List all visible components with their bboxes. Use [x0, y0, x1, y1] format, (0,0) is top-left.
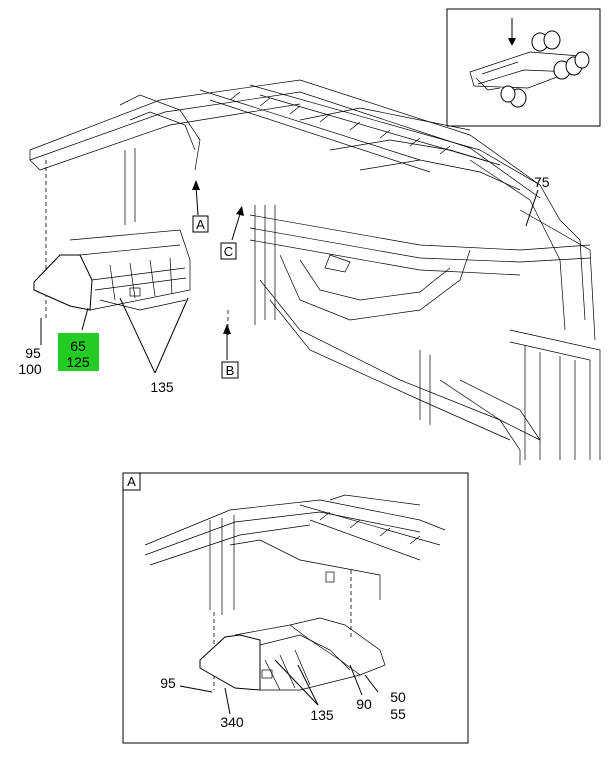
callout-125: 125 — [66, 354, 90, 370]
view-label-A: A — [192, 215, 209, 233]
callout-95[interactable]: 95 — [25, 345, 41, 361]
view-label-B: B — [221, 361, 239, 379]
down-arrow-icon — [508, 18, 516, 46]
callout-100[interactable]: 100 — [18, 361, 42, 377]
upper-crossmembers — [229, 91, 521, 191]
detail-leaders — [179, 659, 379, 715]
detail-view-A: A — [122, 472, 469, 744]
locator-inset — [446, 8, 601, 127]
svg-text:B: B — [226, 363, 235, 378]
main-leaders — [40, 189, 539, 374]
callout-135[interactable]: 135 — [150, 379, 174, 395]
detail-callout-95[interactable]: 95 — [160, 675, 176, 691]
exploded-bracket — [33, 229, 191, 311]
main-assembly-view — [29, 79, 601, 465]
detail-callout-55[interactable]: 55 — [390, 706, 406, 722]
detail-callout-50[interactable]: 50 — [390, 689, 406, 705]
view-arrow-B-icon — [223, 324, 231, 360]
detail-title: A — [127, 474, 136, 489]
view-arrow-A-icon — [192, 180, 200, 216]
highlight-callout[interactable]: 65 125 — [58, 333, 99, 371]
callout-65: 65 — [70, 338, 86, 354]
svg-text:C: C — [224, 244, 233, 259]
truck-frame-sketch — [469, 30, 590, 108]
detail-callout-340[interactable]: 340 — [220, 714, 244, 730]
view-label-C: C — [220, 242, 237, 260]
svg-text:A: A — [196, 217, 205, 232]
detail-callout-135[interactable]: 135 — [310, 707, 334, 723]
callout-75[interactable]: 75 — [534, 174, 550, 190]
view-arrow-C-icon — [231, 206, 244, 241]
detail-callout-90[interactable]: 90 — [356, 696, 372, 712]
